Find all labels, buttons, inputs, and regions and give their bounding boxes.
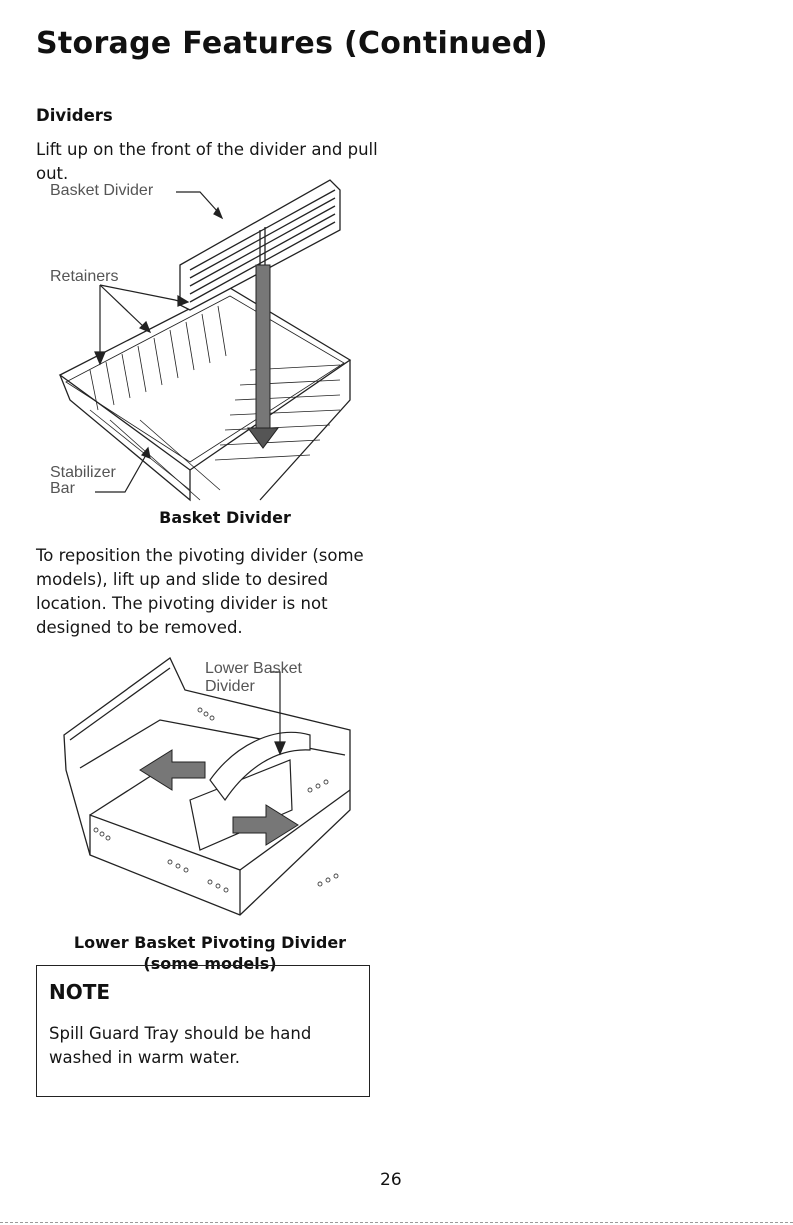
lower-basket-body (63, 657, 351, 916)
page-number: 26 (380, 1170, 402, 1190)
section-heading-dividers: Dividers (36, 106, 113, 125)
label-lower-basket: Lower Basket (205, 660, 302, 677)
down-arrow-icon (247, 264, 279, 449)
lower-basket-figure: Lower Basket Divider (60, 650, 355, 930)
label-stabilizer: Stabilizer (50, 464, 116, 481)
slide-arrows-icon (139, 749, 299, 846)
label-bar: Bar (50, 480, 75, 497)
note-title: NOTE (49, 980, 111, 1004)
reposition-text: To reposition the pivoting divider (some… (36, 546, 364, 637)
label-divider: Divider (205, 678, 255, 695)
basket-rim (58, 287, 352, 471)
basket-wire-grid (89, 305, 341, 501)
pivoting-divider (189, 731, 311, 851)
note-text: Spill Guard Tray should be hand washed i… (49, 1024, 312, 1067)
hand-icon (209, 731, 311, 802)
basket-divider-figure: Basket Divider Retainers Stabilizer Bar (50, 170, 360, 505)
figure2-caption-line1: Lower Basket Pivoting Divider (73, 933, 347, 952)
dividers-instruction: Lift up on the front of the divider and … (36, 140, 378, 183)
note-box: NOTE Spill Guard Tray should be hand was… (36, 965, 370, 1097)
figure1-caption: Basket Divider (159, 508, 291, 527)
lower-basket-illustration (63, 657, 351, 916)
figure2-caption-line2: (some models) (143, 954, 277, 973)
label-basket-divider: Basket Divider (50, 182, 154, 199)
basket-divider-illustration (58, 179, 352, 502)
page-title: Storage Features (Continued) (36, 26, 548, 61)
basket-vent-holes (93, 707, 339, 893)
bottom-rule (0, 1222, 793, 1223)
label-retainers: Retainers (50, 268, 119, 285)
